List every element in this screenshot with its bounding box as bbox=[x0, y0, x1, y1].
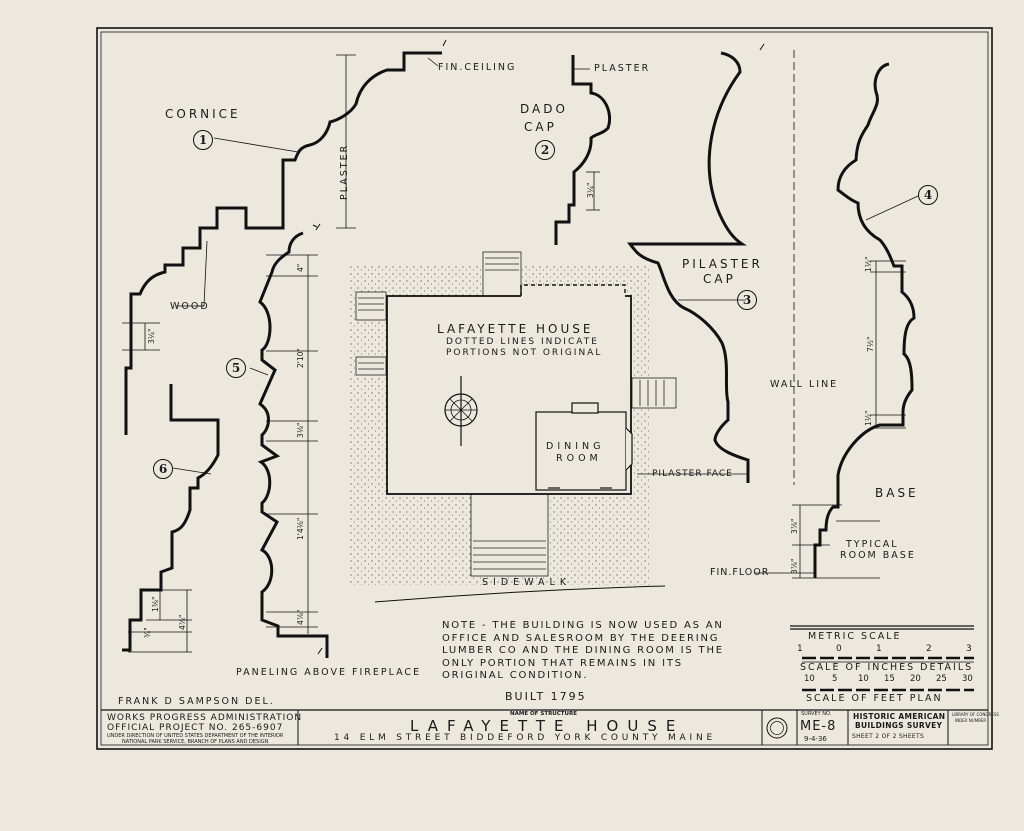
callout-4: 4 bbox=[918, 185, 938, 205]
structure-name: LAFAYETTE HOUSE bbox=[410, 717, 685, 735]
cornice-label: CORNICE bbox=[165, 107, 241, 121]
dim-panel-1: 4" bbox=[296, 263, 305, 272]
feet-scale-label: SCALE OF FEET PLAN bbox=[806, 693, 943, 704]
inches-tick-5: 25 bbox=[936, 674, 947, 684]
dim-base-1: 1½" bbox=[864, 256, 873, 273]
dining-room-label-line2: ROOM bbox=[556, 453, 602, 464]
metric-tick-2: 1 bbox=[876, 644, 884, 654]
metric-tick-1: 0 bbox=[836, 644, 844, 654]
structure-name-caption: NAME OF STRUCTURE bbox=[510, 711, 578, 717]
wpa-line-3: UNDER DIRECTION OF UNITED STATES DEPARTM… bbox=[107, 733, 284, 739]
metric-tick-0: 1 bbox=[797, 644, 805, 654]
lc-line-2: INDEX NUMBER bbox=[955, 718, 987, 723]
base-profile bbox=[813, 62, 916, 578]
wpa-line-4: NATIONAL PARK SERVICE, BRANCH OF PLANS A… bbox=[122, 739, 269, 745]
plan-title: LAFAYETTE HOUSE bbox=[437, 322, 594, 336]
dim-dado: 3¼" bbox=[586, 182, 595, 199]
fin-ceiling-label: FIN.CEILING bbox=[438, 62, 517, 73]
cornice-profile bbox=[124, 51, 442, 435]
plan-subtitle-line2: PORTIONS NOT ORIGINAL bbox=[446, 348, 603, 358]
sidewalk-label: SIDEWALK bbox=[482, 577, 572, 588]
habs-line-1: HISTORIC AMERICAN bbox=[853, 712, 946, 721]
inches-tick-3: 15 bbox=[884, 674, 895, 684]
survey-number: ME-8 bbox=[800, 719, 837, 734]
inches-tick-2: 10 bbox=[858, 674, 869, 684]
metric-scale-label: METRIC SCALE bbox=[808, 631, 902, 642]
dim-panel-5: 4⅞" bbox=[296, 609, 305, 626]
wall-line-label: WALL LINE bbox=[770, 379, 839, 390]
scale-bars bbox=[790, 625, 974, 692]
plan-subtitle-line1: DOTTED LINES INDICATE bbox=[446, 337, 599, 347]
dim-base-2: 7½" bbox=[866, 336, 875, 353]
dining-room-label-line1: DINING bbox=[546, 441, 605, 452]
inner-border bbox=[100, 31, 989, 746]
typical-room-base-line1: TYPICAL bbox=[846, 539, 899, 550]
dim-panel-2: 2'10" bbox=[296, 348, 305, 368]
compass-rose bbox=[444, 376, 478, 446]
dado-cap-profile bbox=[554, 55, 612, 245]
pilaster-face-label: PILASTER FACE bbox=[652, 469, 733, 479]
inches-tick-4: 20 bbox=[910, 674, 921, 684]
paneling-label: PANELING ABOVE FIREPLACE bbox=[236, 667, 422, 678]
dim-s6-b: 4⅞" bbox=[178, 614, 187, 631]
wpa-line-2: OFFICIAL PROJECT NO. 265-6907 bbox=[107, 723, 284, 733]
note-line-5: ORIGINAL CONDITION. bbox=[442, 670, 589, 681]
base-label: BASE bbox=[875, 486, 919, 500]
inches-tick-6: 30 bbox=[962, 674, 973, 684]
dim-panel-3: 3⅛" bbox=[296, 422, 305, 439]
built-date: BUILT 1795 bbox=[505, 690, 587, 703]
plan-steps bbox=[355, 251, 677, 577]
note-line-2: OFFICE AND SALESROOM BY THE DEERING bbox=[442, 632, 720, 644]
dim-s6-a: 1⅜" bbox=[151, 596, 160, 613]
wpa-line-1: WORKS PROGRESS ADMINISTRATION bbox=[107, 713, 303, 723]
note-line-3: LUMBER CO AND THE DINING ROOM IS THE bbox=[442, 645, 724, 656]
callout-5: 5 bbox=[226, 358, 246, 378]
plan-dining-room bbox=[535, 402, 633, 491]
plaster-vertical-label: PLASTER bbox=[339, 143, 350, 200]
dado-cap-label-line2: CAP bbox=[524, 120, 557, 134]
wood-label: WOOD bbox=[170, 301, 210, 312]
note-line-4: ONLY PORTION THAT REMAINS IN ITS bbox=[442, 657, 683, 669]
pilaster-cap-label-line2: CAP bbox=[703, 272, 736, 286]
dim-room-base-1: 3⅞" bbox=[790, 518, 799, 535]
outer-border bbox=[96, 27, 993, 750]
note-text: NOTE - THE BUILDING IS NOW USED AS AN OF… bbox=[442, 620, 724, 683]
habs-line-2: BUILDINGS SURVEY bbox=[855, 721, 943, 730]
callout-2: 2 bbox=[535, 140, 555, 160]
dim-panel-4: 1'4⅛" bbox=[296, 517, 305, 540]
paneling-profile bbox=[257, 231, 329, 658]
lc-line-1: LIBRARY OF CONGRESS bbox=[952, 712, 999, 717]
sheet-number: SHEET 2 OF 2 SHEETS bbox=[852, 733, 925, 740]
metric-tick-4: 3 bbox=[966, 644, 974, 654]
ns-seal bbox=[766, 717, 788, 739]
note-line-1: NOTE - THE BUILDING IS NOW USED AS AN bbox=[442, 620, 724, 631]
section-6-profile bbox=[122, 384, 220, 652]
callout-6: 6 bbox=[153, 459, 173, 479]
inches-scale-label: SCALE OF INCHES DETAILS bbox=[800, 662, 974, 673]
dim-room-base-2: 3⅞" bbox=[790, 558, 799, 575]
callout-1: 1 bbox=[193, 130, 213, 150]
metric-tick-3: 2 bbox=[926, 644, 934, 654]
structure-address: 14 ELM STREET BIDDEFORD YORK COUNTY MAIN… bbox=[334, 733, 716, 743]
dado-cap-label-line1: DADO bbox=[520, 102, 568, 116]
inches-tick-0: 10 bbox=[804, 674, 815, 684]
plaster-label: PLASTER bbox=[594, 63, 651, 74]
delineator: FRANK D SAMPSON DEL. bbox=[118, 696, 275, 707]
callout-3: 3 bbox=[737, 290, 757, 310]
inches-tick-1: 5 bbox=[832, 674, 838, 684]
pilaster-cap-profile bbox=[627, 51, 750, 483]
dim-base-3: 1½" bbox=[864, 410, 873, 427]
survey-date: 9-4-36 bbox=[804, 735, 827, 743]
dim-s6-c: ¾" bbox=[143, 627, 152, 638]
typical-room-base-line2: ROOM BASE bbox=[840, 550, 916, 561]
survey-caption: SURVEY NO. bbox=[801, 711, 832, 717]
pilaster-cap-label-line1: PILASTER bbox=[682, 257, 763, 271]
dim-wood: 3¼" bbox=[147, 328, 156, 345]
fin-floor-label: FIN.FLOOR bbox=[710, 567, 770, 578]
